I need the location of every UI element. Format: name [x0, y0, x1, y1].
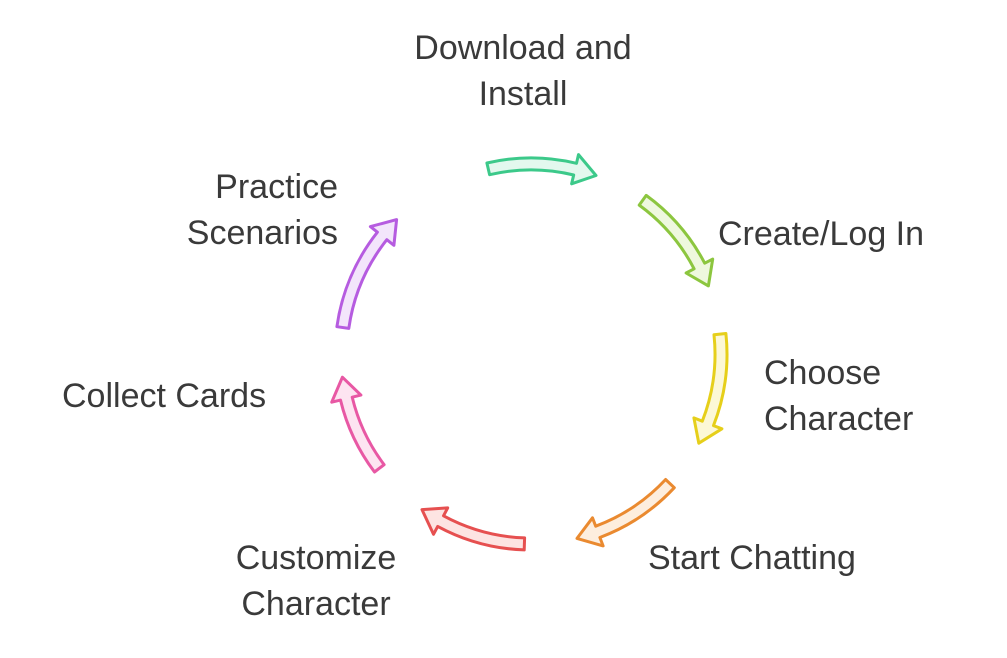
cycle-arrow-practice-scenarios [335, 218, 399, 330]
step-label-collect-cards: Collect Cards [62, 377, 267, 415]
cycle-arrow-shape [420, 506, 527, 552]
cycle-arrow-shape [485, 153, 598, 186]
cycle-arrow-create-login [637, 193, 715, 288]
cycle-arrow-shape [575, 478, 676, 548]
cycle-arrow-shape [692, 332, 729, 445]
step-label-create-login: Create/Log In [718, 215, 925, 253]
step-label-practice-scenarios: Practice Scenarios [186, 168, 338, 252]
cycle-arrow-collect-cards [330, 375, 386, 474]
step-label-download-install: Download and Install [414, 29, 632, 113]
cycle-arrow-choose-character [692, 332, 729, 445]
cycle-arrow-download-install [485, 153, 598, 186]
cycle-arrow-shape [335, 218, 399, 330]
cycle-arrow-shape [637, 193, 715, 288]
cycle-arrow-shape [330, 375, 386, 474]
step-label-start-chatting: Start Chatting [648, 539, 856, 577]
cycle-arrow-customize-character [420, 506, 527, 552]
step-label-customize-character: Customize Character [235, 539, 397, 623]
cycle-arrow-start-chatting [575, 478, 676, 548]
step-label-choose-character: Choose Character [764, 354, 914, 438]
